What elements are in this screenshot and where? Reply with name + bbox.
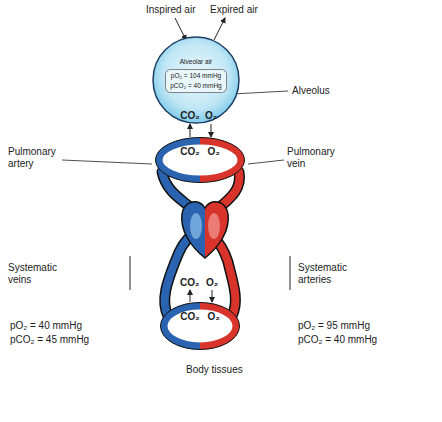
node-text-group: CO₂ O₂	[160, 311, 240, 323]
alveolar-pressure-box: pO₂ = 104 mmHgpCO₂ = 40 mmHg	[165, 69, 227, 93]
inspired-air-arrow	[175, 18, 186, 40]
gas-label: O₂	[206, 277, 218, 289]
vessel-label: Systematic arteries	[298, 262, 368, 286]
vessel-label: Pulmonary artery	[8, 146, 66, 170]
region-label: Body tissues	[186, 364, 243, 376]
ellipse-outline	[155, 137, 245, 183]
capillary-wall	[159, 141, 241, 179]
vessel-label: Pulmonary vein	[287, 146, 345, 170]
pulmonary-capillary: CO₂ O₂	[155, 137, 245, 183]
vessel-line	[130, 256, 131, 290]
node-text: pO₂ = 104 mmHg	[171, 72, 221, 81]
vessel-label: Systematic veins	[8, 262, 70, 286]
diffusion-arrow	[190, 124, 191, 137]
pressure-value: pCO₂ = 40 mmHg	[298, 334, 377, 346]
circle-fill	[153, 37, 239, 123]
capillary-wall	[164, 306, 236, 346]
node-text-group: CO₂ O₂	[155, 146, 245, 158]
pressure-value: pCO₂ = 45 mmHg	[10, 334, 89, 346]
leader-line	[248, 160, 284, 164]
diffusion-arrow	[211, 124, 212, 137]
node-text-group: pO₂ = 104 mmHgpCO₂ = 40 mmHg	[165, 72, 227, 90]
pressure-value: pO₂ = 95 mmHg	[298, 320, 370, 332]
expired-air-arrow	[214, 18, 225, 40]
tissue-capillary: CO₂ O₂	[160, 302, 240, 350]
node-text: pCO₂ = 40 mmHg	[170, 82, 221, 91]
gas-label: CO₂	[180, 146, 199, 158]
part-label: Alveolus	[292, 85, 330, 97]
exchange-arrow	[190, 290, 191, 302]
vessel-line	[290, 256, 291, 290]
capillary-border	[156, 138, 245, 183]
heart-chamber	[190, 213, 202, 239]
air-label: Expired air	[210, 4, 258, 16]
heart-shape	[182, 202, 229, 258]
exchange-arrow	[212, 290, 213, 302]
pressure-value: pO₂ = 40 mmHg	[10, 320, 82, 332]
node-text-group: Alveolar air	[152, 58, 240, 67]
gas-label: CO₂	[180, 110, 199, 122]
gas-label: CO₂	[180, 277, 199, 289]
roundrect-fill	[166, 70, 227, 93]
air-label: Inspired air	[146, 4, 195, 16]
node-text: Alveolar air	[180, 58, 213, 67]
gas-label: CO₂	[180, 311, 199, 323]
ellipse-outline	[160, 302, 240, 350]
gas-label: O₂	[208, 146, 220, 158]
leader-line	[232, 91, 288, 94]
capillary-border	[161, 303, 240, 350]
leader-line	[62, 160, 152, 164]
heart-chamber	[208, 213, 220, 239]
gas-label: O₂	[208, 311, 220, 323]
gas-label: O₂	[205, 110, 217, 122]
